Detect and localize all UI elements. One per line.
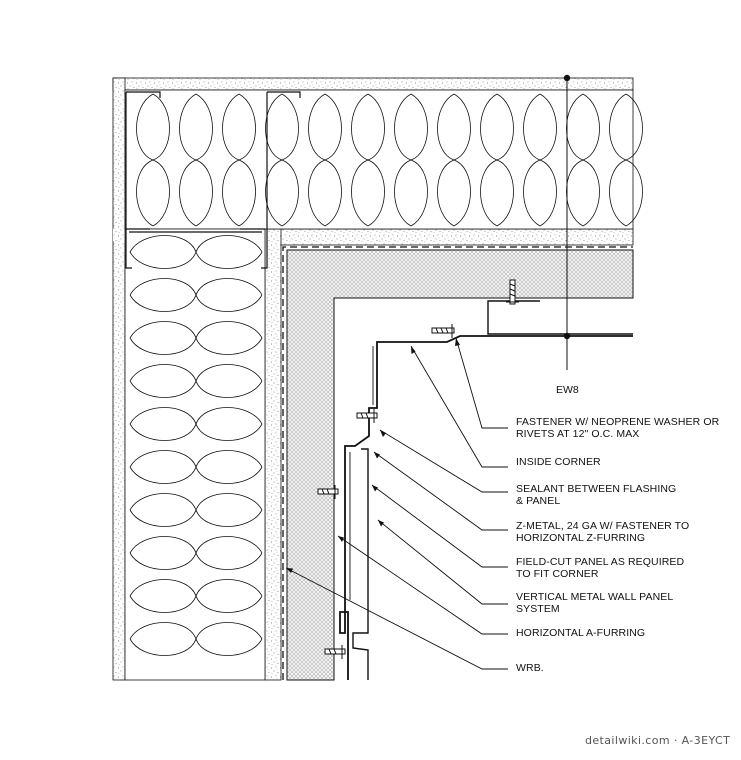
rigid-insulation-layer	[286, 249, 634, 681]
fasteners	[317, 279, 519, 659]
note-field-cut: FIELD-CUT PANEL AS REQUIRED TO FIT CORNE…	[516, 556, 685, 580]
batt-lobe	[523, 93, 557, 227]
batt-lobe	[129, 450, 263, 484]
left-sheathing-outer	[112, 77, 126, 681]
batt-lobe	[265, 93, 299, 227]
note-vertical-panel: VERTICAL METAL WALL PANEL SYSTEM	[516, 591, 674, 615]
batt-lobe	[129, 321, 263, 355]
batt-lobe	[437, 93, 471, 227]
corner-studs	[125, 91, 301, 269]
fastener-z-metal	[356, 409, 378, 423]
batt-lobe	[480, 93, 514, 227]
top-sheathing-inner	[264, 228, 634, 246]
section-cut-ew8	[563, 74, 571, 370]
batt-lobe	[129, 407, 263, 441]
field-cut-panel	[352, 448, 369, 680]
note-sealant: SEALANT BETWEEN FLASHING & PANEL	[516, 483, 677, 507]
vertical-panel-edge	[349, 346, 374, 600]
sheathing-layers	[112, 77, 634, 681]
batt-lobe	[308, 93, 342, 227]
leader-z-metal	[373, 451, 508, 531]
batt-lobe	[136, 93, 170, 227]
fastener-bottom	[324, 645, 346, 659]
batt-lobe	[129, 579, 263, 613]
batt-lobe	[129, 235, 263, 269]
note-inside-corner: INSIDE CORNER	[516, 456, 601, 468]
leader-arrowheads	[286, 338, 460, 573]
batt-lobe	[129, 364, 263, 398]
wrb-line	[282, 246, 633, 680]
note-fastener: FASTENER W/ NEOPRENE WASHER OR RIVETS AT…	[516, 416, 720, 440]
fastener-mid	[317, 485, 339, 499]
batt-lobe	[351, 93, 385, 227]
left-insulation-zone	[124, 228, 266, 681]
note-wrb: WRB.	[516, 662, 544, 674]
leader-fastener	[455, 337, 508, 429]
note-a-furring: HORIZONTAL A-FURRING	[516, 627, 646, 639]
batt-lobe	[609, 93, 643, 227]
leader-a-furring	[337, 535, 508, 635]
leader-field-cut	[371, 484, 508, 568]
fastener-corner	[431, 324, 455, 338]
batt-lobe	[566, 93, 600, 227]
batt-lobe	[129, 278, 263, 312]
batt-lobe	[129, 493, 263, 527]
batt-lobe	[179, 93, 213, 227]
inside-corner-flashing	[339, 335, 633, 680]
leader-wrb	[285, 567, 508, 670]
leader-vertical-panel	[377, 519, 508, 605]
top-sheathing-outer	[112, 77, 634, 91]
corner-sheathing	[113, 229, 125, 241]
left-sheathing-inner	[264, 228, 282, 681]
batt-lobe	[129, 536, 263, 570]
source-credit: detailwiki.com · A-3EYCT	[585, 734, 731, 747]
batt-lobe	[394, 93, 428, 227]
z-metal-flashing	[487, 300, 633, 335]
top-insulation-zone	[124, 89, 634, 230]
note-z-metal: Z-METAL, 24 GA W/ FASTENER TO HORIZONTAL…	[516, 520, 690, 544]
left-batt-insulation	[129, 235, 263, 656]
batt-lobe	[129, 622, 263, 656]
fastener-top	[506, 279, 519, 305]
top-batt-insulation	[136, 93, 643, 227]
leader-inside-corner	[410, 345, 508, 468]
batt-lobe	[222, 93, 256, 227]
leader-sealant	[379, 429, 508, 493]
section-tag: EW8	[556, 384, 579, 396]
leader-lines	[285, 337, 508, 670]
